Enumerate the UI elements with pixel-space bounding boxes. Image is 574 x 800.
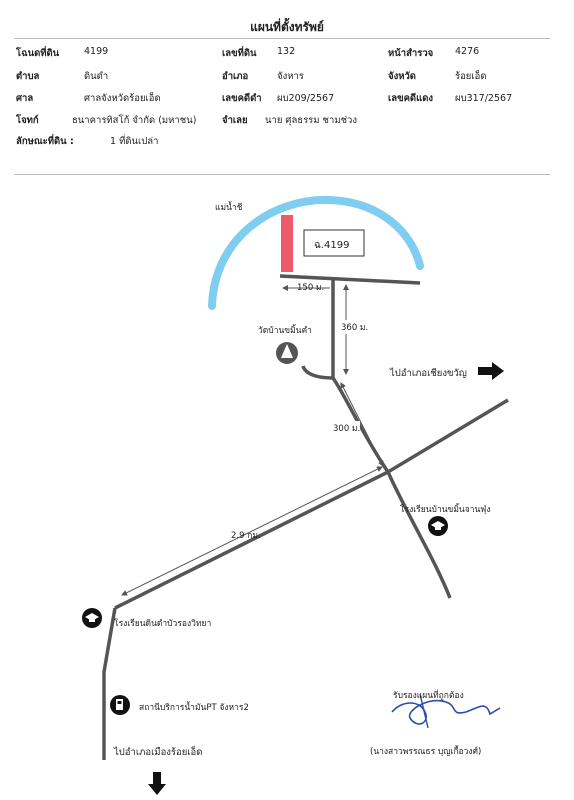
arrow-east-icon <box>478 362 504 380</box>
temple-label: วัดบ้านขมิ้นคำ <box>258 326 312 336</box>
road-plot <box>279 274 421 285</box>
land-type-label: ลักษณะที่ดิน : <box>16 136 74 147</box>
red-case-value: ผบ317/2567 <box>455 93 513 104</box>
school-2-label: โรงเรียนดินดำบัวรองวิทยา <box>114 619 212 629</box>
land-type-value: 1 ที่ดินเปล่า <box>110 136 159 147</box>
subdistrict-label: ตำบล <box>16 71 40 82</box>
plaintiff-value: ธนาคารทิสโก้ จำกัด (มหาชน) <box>72 115 197 126</box>
district-label: อำเภอ <box>222 71 249 82</box>
school-icon <box>428 516 448 536</box>
distance-150-label: 150 ม. <box>297 283 325 293</box>
distance-29km-label: 2.9 กม. <box>231 531 261 541</box>
arrow-29km <box>121 466 383 596</box>
subdistrict-value: ดินดำ <box>84 71 109 82</box>
arrow-300 <box>340 382 384 467</box>
court-label: ศาล <box>16 93 34 104</box>
river-label: แม่น้ำชี <box>215 203 243 213</box>
red-case-label: เลขคดีแดง <box>388 93 434 104</box>
survey-page-label: หน้าสำรวจ <box>388 48 434 59</box>
district-value: จังหาร <box>277 71 304 82</box>
defendant-label: จำเลย <box>222 115 248 126</box>
plot-marker <box>281 215 293 272</box>
land-no-value: 132 <box>277 46 296 57</box>
deed-label: โฉนดที่ดิน <box>16 48 60 59</box>
defendant-value: นาย ศุลธรรม ชามช่วง <box>265 115 358 126</box>
map-divider <box>14 174 550 175</box>
signature-icon <box>391 699 501 725</box>
black-case-label: เลขคดีดำ <box>222 93 262 104</box>
to-chiang-khwan-label: ไปอำเภอเชียงขวัญ <box>390 368 467 379</box>
school-1-label: โรงเรียนบ้านขมิ้นจานฟุ่ง <box>400 505 491 515</box>
certify-text: รับรองแผนที่ถูกต้อง <box>393 691 464 701</box>
signer-name: (นางสาวพรรณธร บุญเกื้อวงศ์) <box>370 747 482 757</box>
land-no-label: เลขที่ดิน <box>222 48 257 59</box>
court-value: ศาลจังหวัดร้อยเอ็ด <box>84 93 161 104</box>
river <box>208 195 424 310</box>
road-south <box>102 607 117 760</box>
road-school <box>386 471 452 599</box>
plot-label: ฉ.4199 <box>314 240 350 251</box>
black-case-value: ผบ209/2567 <box>277 93 335 104</box>
gas-station-icon <box>110 695 130 715</box>
plaintiff-label: โจทก์ <box>16 115 39 126</box>
province-value: ร้อยเอ็ด <box>455 71 487 82</box>
province-label: จังหวัด <box>388 71 416 82</box>
to-roi-et-label: ไปอำเภอเมืองร้อยเอ็ด <box>114 747 203 758</box>
plot-label-box <box>303 229 365 257</box>
header-divider <box>14 38 550 39</box>
road-north <box>301 279 335 380</box>
gas-station-label: สถานีบริการน้ำมันPT จังหาร2 <box>139 703 249 713</box>
distance-300-label: 300 ม. <box>333 421 361 435</box>
distance-360-label: 360 ม. <box>341 320 369 334</box>
survey-page-value: 4276 <box>455 46 480 57</box>
deed-value: 4199 <box>84 46 109 57</box>
school-icon <box>82 608 102 628</box>
arrow-south-icon <box>148 772 166 795</box>
page-title: แผนที่ตั้งทรัพย์ <box>250 20 324 34</box>
